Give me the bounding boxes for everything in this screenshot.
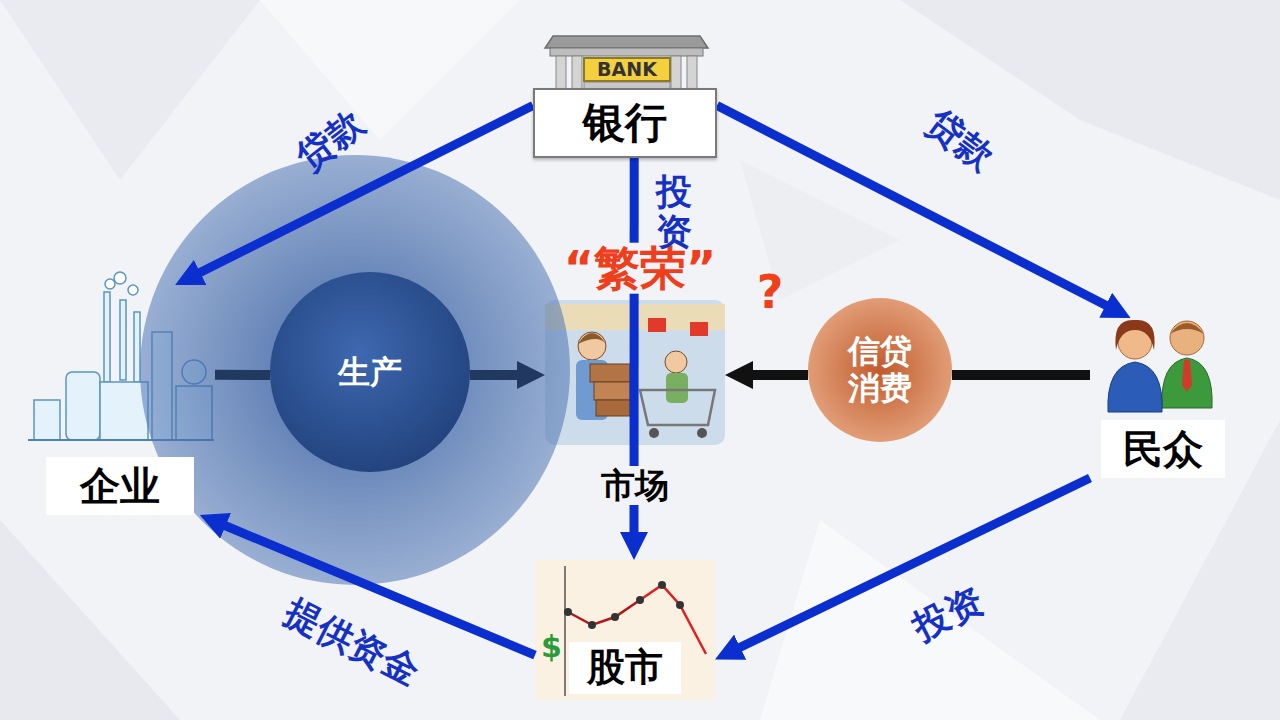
node-text: 股市 <box>569 642 681 694</box>
flow-arrow <box>737 478 1090 649</box>
connectors <box>197 106 1110 656</box>
factory-tank <box>34 400 60 440</box>
factory-chimney <box>134 312 140 382</box>
factory-chimney <box>104 292 110 382</box>
person-tie <box>1182 360 1192 392</box>
bank-column <box>671 56 681 90</box>
question-mark: ? <box>757 267 784 318</box>
node-text: 信贷 消费 <box>845 333 915 407</box>
price-dot <box>636 596 644 604</box>
parcel <box>596 400 630 416</box>
node-text: 银行 <box>583 99 667 147</box>
price-dot <box>676 601 684 609</box>
edge-label: 投资 <box>656 172 692 251</box>
parcel <box>594 382 630 400</box>
prosperity-label: “繁荣” <box>560 243 720 294</box>
bg-facet <box>0 520 180 720</box>
smoke-puff <box>128 285 138 295</box>
person-head <box>1170 321 1204 355</box>
person-hair <box>1170 323 1204 334</box>
circle-fill <box>270 272 470 472</box>
public-node: 民众 <box>1090 318 1235 478</box>
bank-roof <box>545 36 708 48</box>
sale-tag <box>690 322 708 336</box>
dollar-sign: $ <box>541 630 562 663</box>
bank-column <box>572 56 582 90</box>
stock-market-node: 股市 <box>535 560 715 700</box>
factory-silo <box>66 372 100 440</box>
shopper-head <box>578 332 606 360</box>
smoke-puff <box>114 272 126 284</box>
price-dot <box>611 613 619 621</box>
factory-hall <box>100 382 148 440</box>
people-icon <box>1108 320 1212 412</box>
node-text: 生产 <box>338 354 402 391</box>
node-text: 市场 <box>597 466 673 505</box>
shopper-body <box>666 373 688 403</box>
stock-chart <box>535 560 715 700</box>
bank-sign: BANK <box>583 57 671 82</box>
flow-arrow <box>215 370 270 380</box>
cart-wheel <box>649 428 659 438</box>
flow-arrow <box>470 370 521 380</box>
shopper-hair <box>578 333 606 344</box>
enterprise-node: 企业 <box>25 285 215 515</box>
factory-chimney <box>120 300 126 380</box>
bank-column <box>556 56 566 90</box>
person-body <box>1162 358 1212 408</box>
shopper-head <box>665 351 687 373</box>
shopping-cart <box>640 390 715 425</box>
bg-facet <box>760 520 1100 720</box>
parcel <box>590 364 630 382</box>
flow-arrow <box>952 370 1090 380</box>
bg-facet <box>260 0 520 140</box>
node-text: 民众 <box>1101 420 1225 478</box>
bank-column <box>687 56 697 90</box>
price-dot <box>588 621 596 629</box>
cart-wheel <box>697 428 707 438</box>
bank-box: 银行 <box>533 88 717 158</box>
production-circle: 生产 <box>270 272 470 472</box>
chart-axis <box>564 566 566 696</box>
chart-panel <box>535 560 715 700</box>
price-dot <box>658 581 666 589</box>
node-text: 企业 <box>46 457 194 515</box>
price-dot <box>564 608 572 616</box>
flow-arrow <box>749 370 808 380</box>
market-node: 市场 <box>545 300 725 505</box>
person-hair <box>1115 320 1154 350</box>
economy-circle <box>140 155 570 585</box>
bank-frieze <box>550 48 703 56</box>
price-line <box>568 600 640 625</box>
credit-consumption-circle: 信贷 消费 <box>808 298 952 442</box>
bg-facet <box>0 0 260 180</box>
bg-facet <box>900 0 1280 200</box>
sale-tag <box>648 318 666 332</box>
circle-fill <box>808 298 952 442</box>
bank-building <box>545 36 708 90</box>
person-body <box>1108 362 1162 412</box>
smoke-puff <box>105 279 115 289</box>
